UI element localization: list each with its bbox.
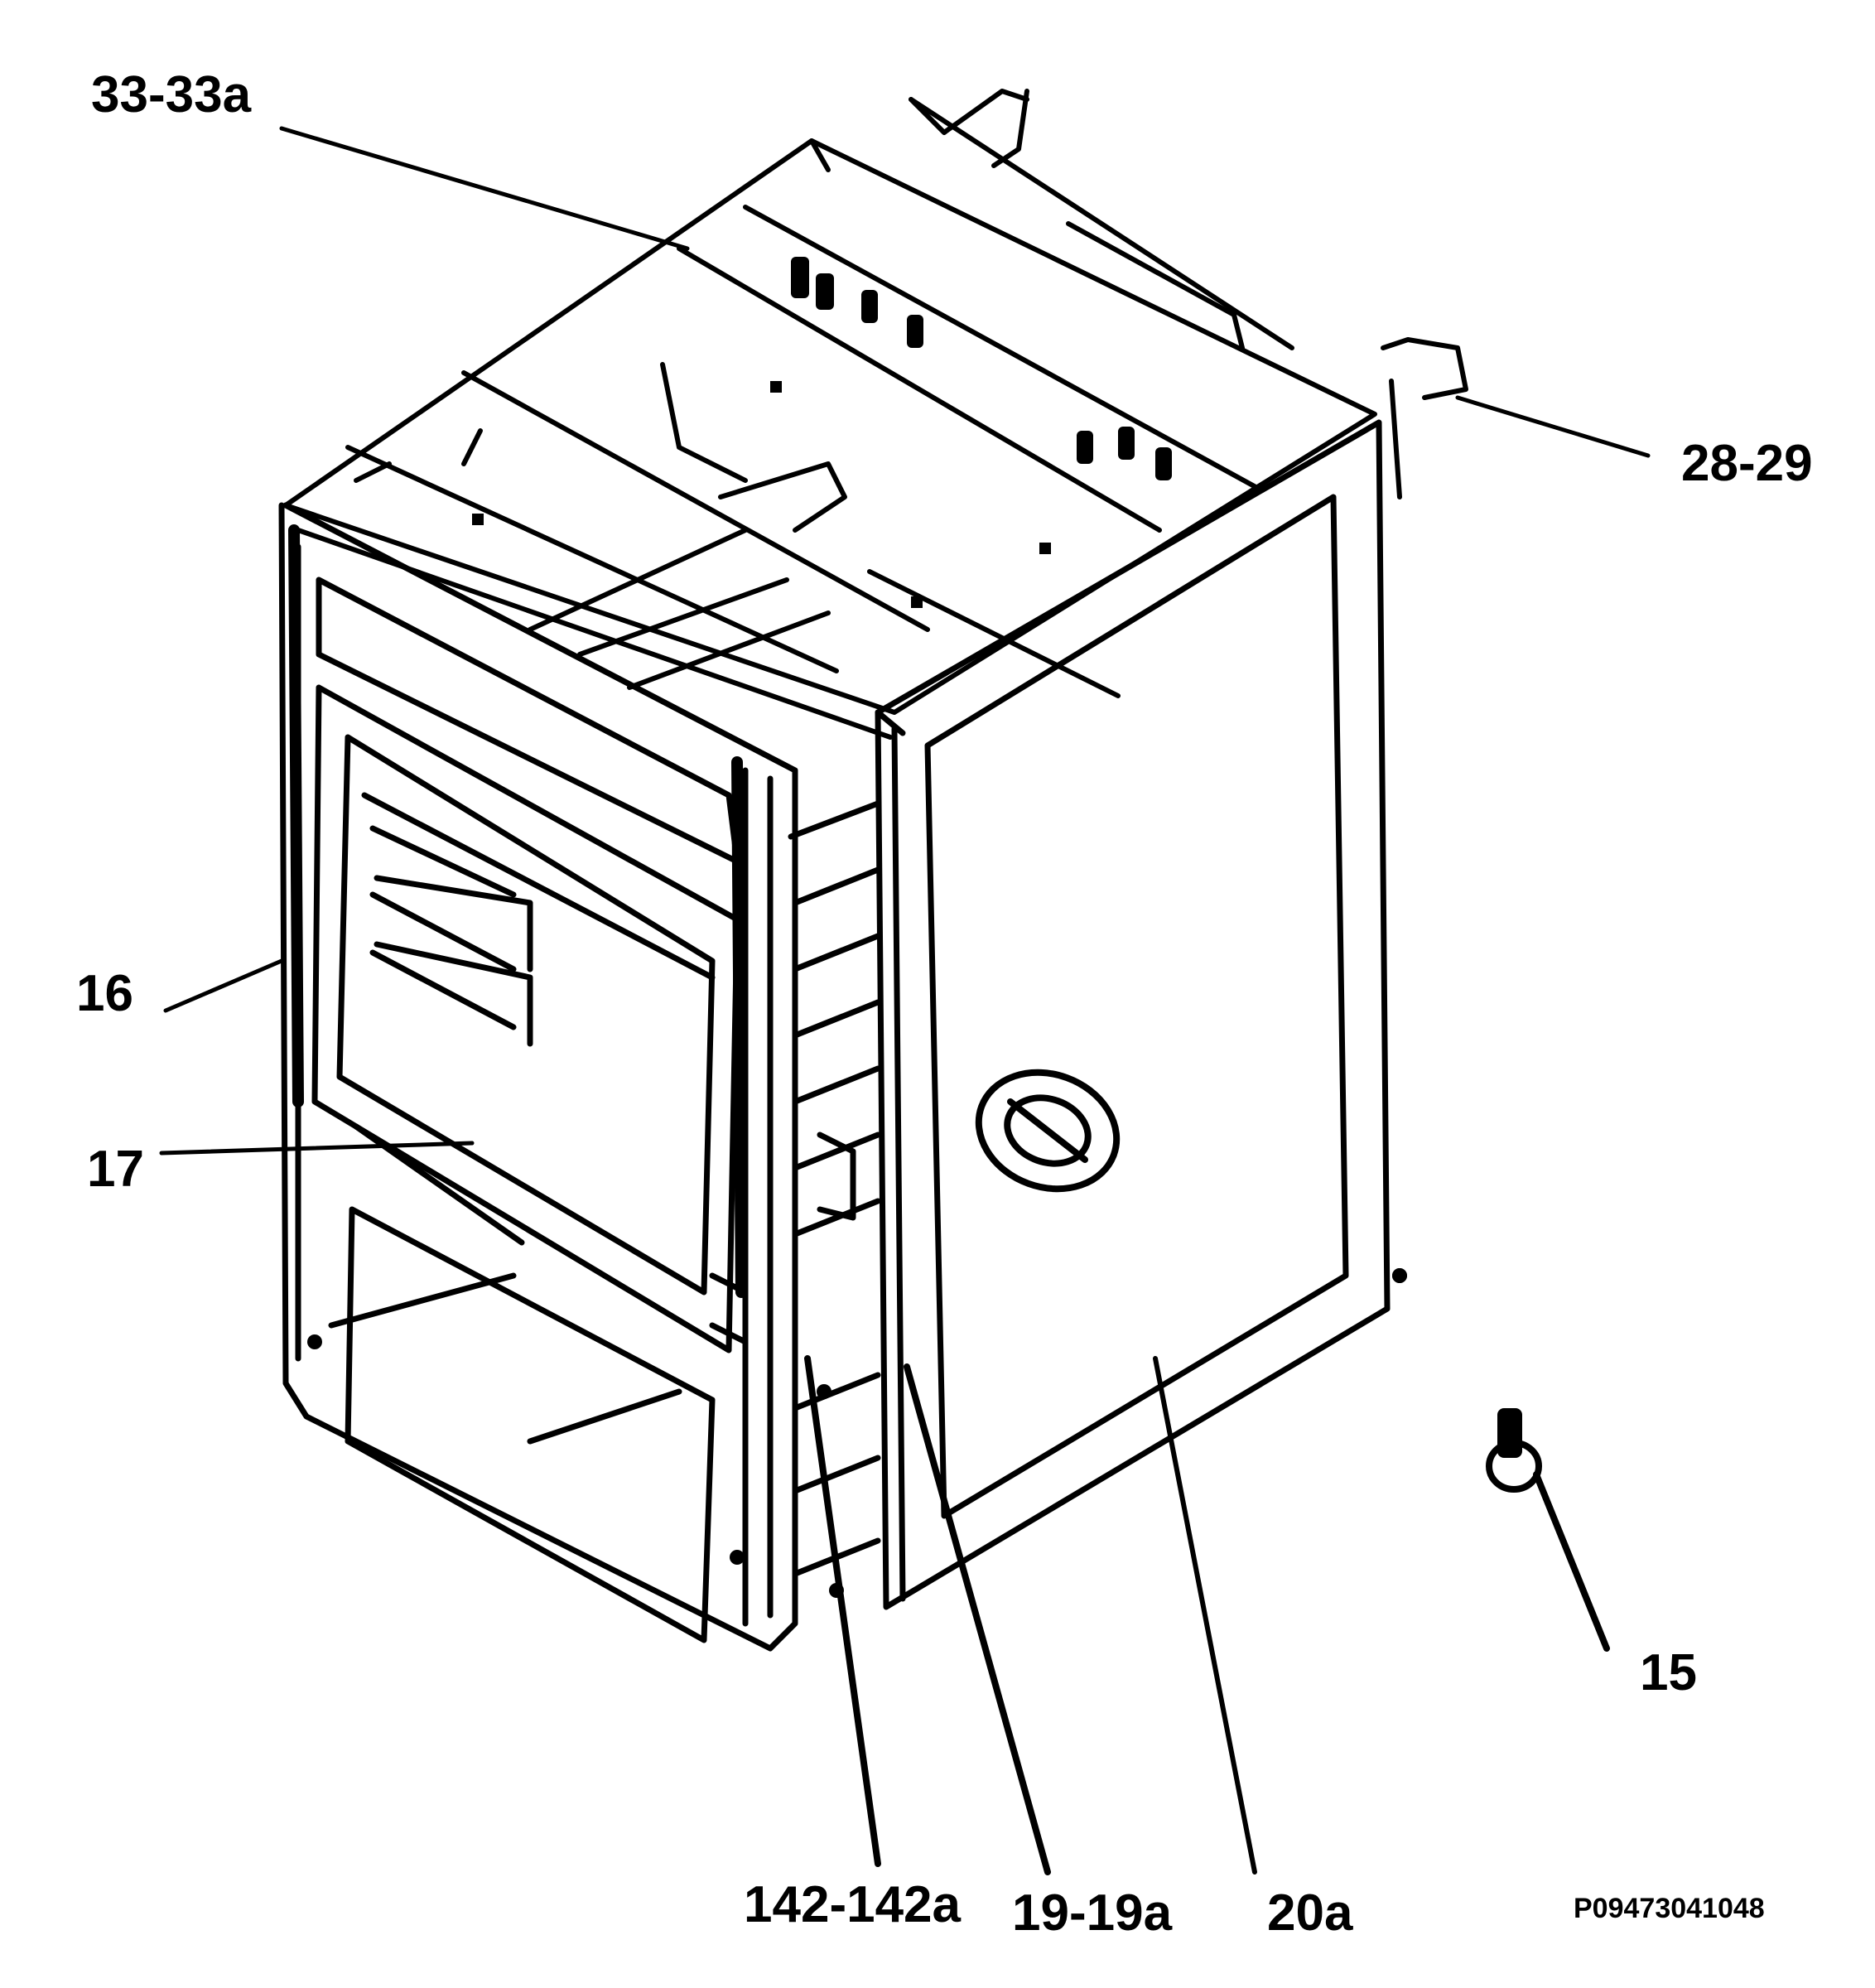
thermostat-part — [1486, 1408, 1542, 1493]
label-20a: 20a — [1267, 1884, 1353, 1942]
leader-33-33a — [279, 126, 690, 251]
label-17: 17 — [87, 1141, 144, 1198]
leader-15 — [1533, 1471, 1610, 1652]
diagram-reference-code: P09473041048 — [1574, 1893, 1765, 1924]
label-16: 16 — [76, 965, 133, 1022]
label-28-29: 28-29 — [1681, 435, 1813, 492]
leader-142-142a — [804, 1355, 881, 1867]
front-frame-edges — [288, 524, 747, 1298]
label-19-19a: 19-19a — [1012, 1884, 1173, 1942]
oven-cabinet-drawing — [278, 89, 1542, 1652]
label-15: 15 — [1640, 1644, 1697, 1701]
oven-front-face — [278, 502, 798, 1652]
leader-19-19a — [904, 1363, 1051, 1875]
leader-lines — [159, 126, 1651, 1875]
control-knobs — [472, 257, 1172, 608]
leader-16 — [163, 958, 284, 1013]
leader-28-29 — [1455, 395, 1651, 458]
leader-17 — [159, 1141, 475, 1156]
oven-side-panel — [788, 419, 1391, 1610]
label-33-33a: 33-33a — [91, 66, 252, 123]
oven-top-frame — [283, 89, 1468, 740]
part-labels: 33-33a 28-29 16 17 15 142-142a 19-19a 20… — [76, 66, 1813, 1942]
label-142-142a: 142-142a — [744, 1876, 962, 1933]
fan-cover — [975, 1069, 1121, 1193]
leader-20a — [1153, 1356, 1257, 1875]
